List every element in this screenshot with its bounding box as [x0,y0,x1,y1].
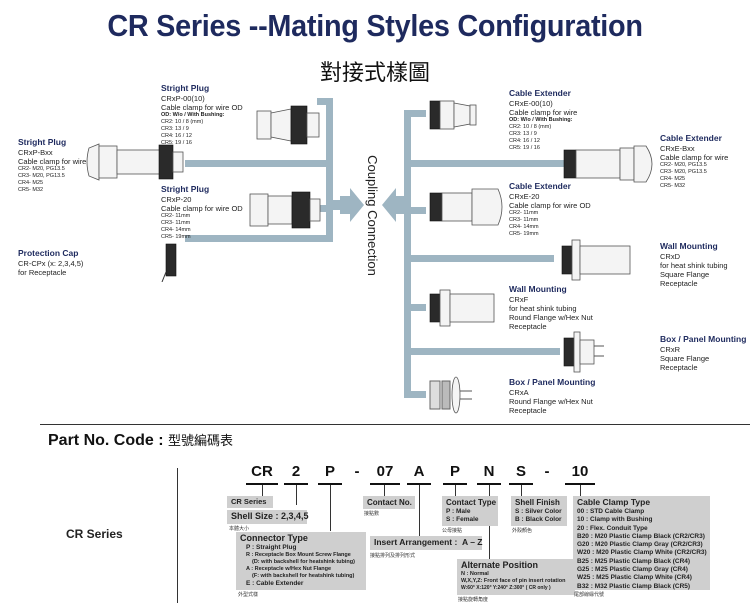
cable-clamp-zh: 尾部線緣代號 [574,592,605,598]
code-segment-contacts: 07 [376,463,394,480]
wall-mounting-crxf-image [429,289,495,327]
cable-clamp-type-box: Cable Clamp Type 00 : STD Cable Clamp 10… [573,496,710,590]
page-subtitle: 對接式樣圖 [319,61,430,86]
alternate-position-box: Alternate Position N : Normal W,X,Y,Z: F… [457,559,575,595]
insert-arrangement-box: Insert Arrangement : A – Z [370,536,483,550]
code-segment-clamp: 10 [571,463,589,480]
shell-finish-zh: 外殼顏色 [512,528,533,534]
shell-size-zh: 本體大小 [229,526,250,532]
shell-size-box: Shell Size : 2,3,4,5 [227,510,309,524]
cr-series-box: CR Series [227,496,273,508]
code-dash-1: - [354,463,360,480]
code-segment-contact-type: P [449,463,460,480]
box-mounting-crxa-image [429,376,472,414]
straight-plug-bxx-image [86,143,184,181]
code-dash-2: - [544,463,550,480]
protection-cap-image [161,243,177,282]
connector-type-box: Connector Type P : Straight Plug R : Rec… [236,532,366,590]
code-segment-cr: CR [251,463,273,480]
box-mounting-crxr-image [563,331,604,373]
contact-type-zh: 公母接點 [442,528,463,534]
code-segment-alt-position: N [483,463,495,480]
code-segment-insert: A [413,463,425,480]
contact-no-zh: 接點數 [364,511,380,517]
alternate-position-zh: 接點旋轉角度 [458,597,489,603]
contact-no-box: Contact No. [363,496,415,509]
series-divider-line [177,468,178,603]
straight-plug-00-image [256,105,320,145]
code-segment-type: P [324,463,335,480]
insert-arrangement-zh: 接點排列及排列形式 [370,553,416,559]
part-code-heading: Part No. Code : 型號編碼表 [48,432,234,449]
cable-extender-bxx-image [563,145,653,183]
code-segment-finish: S [515,463,526,480]
cable-extender-20-image [429,188,503,226]
series-label: CR Series [66,527,123,541]
cable-extender-00-image [429,100,477,130]
coupling-connection-label: Coupling Connection [364,154,380,276]
page-title: CR Series --Mating Styles Configuration [107,8,643,43]
right-arrow-icon [340,188,364,222]
straight-plug-20-image [249,191,321,229]
section-divider [40,424,750,425]
wall-mounting-crxd-image [561,239,631,281]
left-arrow-icon [382,188,406,222]
connector-type-zh: 外型式樣 [238,592,259,598]
code-segment-size: 2 [291,463,301,480]
